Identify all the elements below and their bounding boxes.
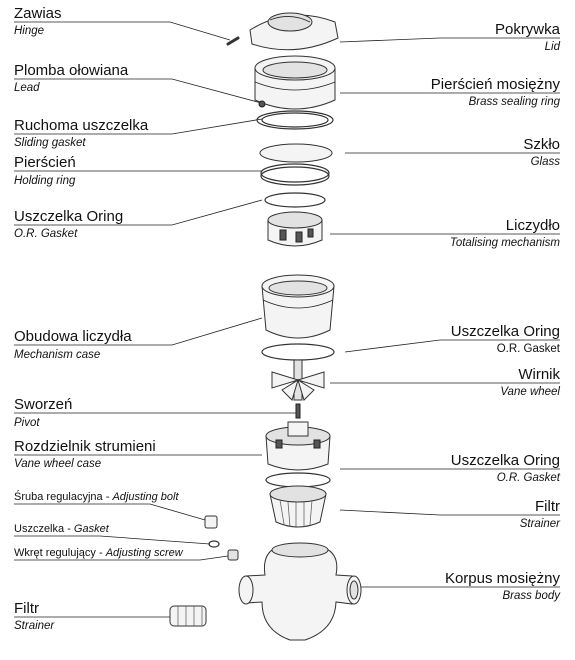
label-oring-upper-en: O.R. Gasket bbox=[14, 228, 78, 240]
label-strainer-left-en: Strainer bbox=[14, 620, 55, 632]
label-glass-pl: Szkło bbox=[523, 136, 560, 153]
label-adjusting-screw-sep: - bbox=[95, 547, 106, 559]
leader-lid bbox=[339, 37, 560, 43]
label-adjusting-bolt: Śruba regulacyjna - Adjusting bolt bbox=[14, 492, 179, 503]
label-adjusting-screw: Wkręt regulujący - Adjusting screw bbox=[14, 548, 183, 559]
label-lid-pl: Pokrywka bbox=[494, 21, 560, 38]
vane-wheel bbox=[271, 359, 325, 401]
glass bbox=[259, 143, 333, 163]
label-strainer-right-pl: Filtr bbox=[535, 498, 560, 515]
totalising-mechanism bbox=[267, 211, 323, 247]
label-brass-body-pl: Korpus mosiężny bbox=[444, 570, 560, 587]
label-oring-right-en: O.R. Gasket bbox=[496, 343, 560, 355]
label-pivot-en: Pivot bbox=[14, 417, 40, 429]
leader-oring-upper bbox=[14, 199, 263, 226]
left-leader-lines bbox=[14, 21, 298, 618]
label-brass-body-en: Brass body bbox=[502, 590, 560, 602]
oring-lower bbox=[265, 472, 331, 488]
label-oring-lower-pl: Uszczelka Oring bbox=[450, 452, 560, 469]
label-mechanism-case-en: Mechanism case bbox=[14, 349, 101, 361]
sliding-gasket bbox=[256, 110, 334, 130]
leader-oring-right bbox=[344, 339, 560, 353]
mechanism-case bbox=[261, 274, 335, 339]
label-strainer-left-pl: Filtr bbox=[14, 600, 39, 617]
label-gasket-en: Gasket bbox=[73, 523, 109, 535]
strainer-vertical bbox=[269, 485, 327, 528]
label-adjusting-bolt-sep: - bbox=[102, 491, 113, 503]
label-brass-ring-pl: Pierścień mosiężny bbox=[430, 76, 560, 93]
label-gasket: Uszczelka - Gasket bbox=[14, 524, 109, 535]
label-oring-right-pl: Uszczelka Oring bbox=[450, 323, 560, 340]
label-sliding-gasket-en: Sliding gasket bbox=[14, 137, 86, 149]
label-totalising-en: Totalising mechanism bbox=[449, 237, 560, 249]
hinge-pin bbox=[226, 36, 240, 46]
label-totalising-pl: Liczydło bbox=[505, 217, 560, 234]
leader-adjusting-bolt bbox=[14, 503, 206, 521]
brass-body bbox=[238, 542, 362, 641]
label-lid-en: Lid bbox=[544, 41, 560, 53]
leader-gasket bbox=[14, 535, 211, 545]
label-vane-wheel-pl: Wirnik bbox=[518, 366, 560, 383]
label-adjusting-bolt-en: Adjusting bolt bbox=[112, 491, 179, 503]
label-adjusting-bolt-pl: Śruba regulacyjna bbox=[14, 491, 103, 503]
pivot bbox=[295, 403, 301, 419]
leader-adjusting-screw bbox=[14, 555, 229, 561]
label-pivot-pl: Sworzeń bbox=[14, 396, 73, 413]
lid bbox=[249, 12, 339, 51]
leader-lead bbox=[14, 78, 266, 105]
leader-strainer-right bbox=[339, 509, 560, 516]
adjusting-screw bbox=[227, 549, 239, 561]
label-vane-wheel-case-en: Vane wheel case bbox=[14, 458, 102, 470]
strainer-horizontal bbox=[169, 605, 207, 627]
leader-hinge bbox=[14, 21, 231, 41]
vane-wheel-case bbox=[265, 421, 331, 471]
label-strainer-right-en: Strainer bbox=[519, 518, 560, 530]
label-vane-wheel-en: Vane wheel bbox=[500, 386, 560, 398]
right-leader-lines bbox=[330, 37, 560, 588]
label-gasket-sep: - bbox=[64, 523, 74, 535]
adjusting-bolt bbox=[204, 515, 218, 529]
brass-sealing-ring bbox=[254, 55, 336, 110]
label-brass-ring-en: Brass sealing ring bbox=[468, 96, 560, 108]
label-adjusting-screw-pl: Wkręt regulujący bbox=[14, 547, 96, 559]
leader-sliding-gasket bbox=[14, 118, 263, 135]
label-holding-ring-pl: Pierścień bbox=[14, 154, 76, 171]
label-hinge-pl: Zawias bbox=[14, 5, 62, 22]
holding-ring bbox=[260, 163, 330, 186]
oring-upper bbox=[264, 192, 326, 208]
oring-middle bbox=[261, 343, 335, 361]
leader-mechanism-case bbox=[14, 317, 263, 346]
gasket-small bbox=[208, 540, 220, 548]
label-adjusting-screw-en: Adjusting screw bbox=[105, 547, 183, 559]
label-gasket-pl: Uszczelka bbox=[14, 523, 65, 535]
label-lead-en: Lead bbox=[14, 82, 40, 94]
label-mechanism-case-pl: Obudowa liczydła bbox=[14, 328, 132, 345]
label-sliding-gasket-pl: Ruchoma uszczelka bbox=[14, 117, 149, 134]
label-lead-pl: Plomba ołowiana bbox=[14, 62, 129, 79]
label-oring-lower-en: O.R. Gasket bbox=[496, 472, 560, 484]
label-vane-wheel-case-pl: Rozdzielnik strumieni bbox=[14, 438, 156, 455]
label-holding-ring-en: Holding ring bbox=[14, 175, 76, 187]
label-oring-upper-pl: Uszczelka Oring bbox=[14, 208, 124, 225]
label-glass-en: Glass bbox=[530, 156, 560, 168]
label-hinge-en: Hinge bbox=[14, 25, 45, 37]
